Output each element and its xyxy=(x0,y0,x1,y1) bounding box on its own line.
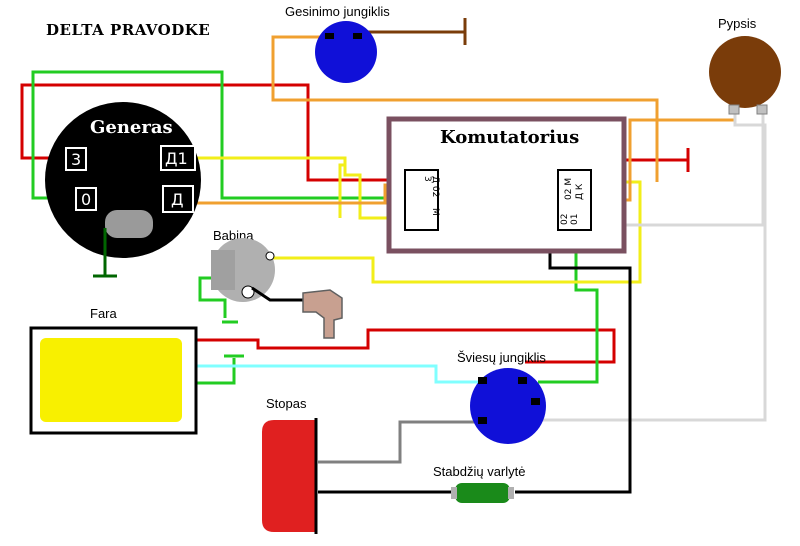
brake-switch-cap-right xyxy=(508,487,514,499)
sviesu-terminal-2 xyxy=(518,377,527,384)
komutatorius-left-block xyxy=(404,169,439,231)
komutatorius-right-pin-02m: 02 М xyxy=(564,178,574,200)
wire-cyan-fara xyxy=(196,364,480,384)
generator[interactable] xyxy=(45,102,201,258)
pypsis-label: Pypsis xyxy=(718,16,757,31)
generator-terminal-3: 3 xyxy=(71,150,81,169)
komutatorius-left-pin-3: 3 xyxy=(422,176,432,182)
sviesu-terminal-3 xyxy=(478,417,487,424)
komutatorius-left-pin-d02: Д 02 xyxy=(430,176,440,197)
sviesu-label: Šviesų jungiklis xyxy=(457,350,546,365)
generator-label: Generas xyxy=(90,117,173,138)
wire-yellow-d1 xyxy=(197,156,420,220)
komutatorius-right-pin-01: 01 xyxy=(570,214,580,225)
wire-lightgray-pypsis-2 xyxy=(540,112,767,422)
wire-red-generator-top xyxy=(20,83,410,182)
diagram-title: DELTA PRAVODKE xyxy=(46,21,210,39)
generator-terminal-0: 0 xyxy=(81,190,91,209)
pypsis-terminal-right xyxy=(756,104,768,115)
stopas-label: Stopas xyxy=(266,396,307,411)
komutatorius-left-pin-m: М xyxy=(430,208,440,216)
spark-plug[interactable] xyxy=(302,289,343,339)
fara-label: Fara xyxy=(90,306,118,321)
wire-orange-gesinimo xyxy=(271,35,659,182)
babina-terminal-top xyxy=(265,251,275,261)
sviesu-switch[interactable] xyxy=(470,368,546,444)
gesinimo-label: Gesinimo jungiklis xyxy=(285,4,390,19)
brake-switch-cap-left xyxy=(451,487,457,499)
wire-green-fara xyxy=(196,358,236,385)
komutatorius-right-pin-02: 02 xyxy=(560,214,570,225)
wire-yellow-top xyxy=(338,163,345,218)
wire-black-spark-plug xyxy=(251,286,305,302)
generator-terminal-d-box xyxy=(162,185,194,213)
babina-body xyxy=(211,250,235,290)
pypsis-terminal-left xyxy=(728,104,740,115)
komutatorius-label: Komutatorius xyxy=(440,127,579,148)
generator-terminal-d: Д xyxy=(171,190,184,209)
babina-terminal xyxy=(241,285,255,299)
wire-red-fara xyxy=(195,328,616,364)
wire-lightgray-pypsis-1 xyxy=(580,112,765,227)
wire-green-babina xyxy=(198,276,227,318)
gesinimo-terminal-left xyxy=(325,33,334,39)
brake-switch[interactable] xyxy=(455,483,510,503)
sviesu-terminal-4 xyxy=(531,398,540,405)
gesinimo-terminal-right xyxy=(353,33,362,39)
stop-light[interactable] xyxy=(262,420,316,532)
gesinimo-switch[interactable] xyxy=(315,21,377,83)
sviesu-terminal-1 xyxy=(478,377,487,384)
generator-core xyxy=(105,210,153,238)
komutatorius-right-block xyxy=(557,169,592,231)
fara-lamp xyxy=(40,338,182,422)
wire-green-generator-0 xyxy=(31,70,420,200)
generator-terminal-d1: Д1 xyxy=(165,149,188,168)
wire-gray-stopas xyxy=(318,420,475,464)
pypsis-buzzer[interactable] xyxy=(709,36,781,108)
generator-terminal-0-box xyxy=(75,187,97,211)
stabdziu-label: Stabdžių varlytė xyxy=(433,464,526,479)
generator-terminal-3-box xyxy=(65,147,87,171)
komutatorius-right-pin-dk: Д К xyxy=(575,183,585,200)
generator-terminal-d1-box xyxy=(160,145,196,171)
